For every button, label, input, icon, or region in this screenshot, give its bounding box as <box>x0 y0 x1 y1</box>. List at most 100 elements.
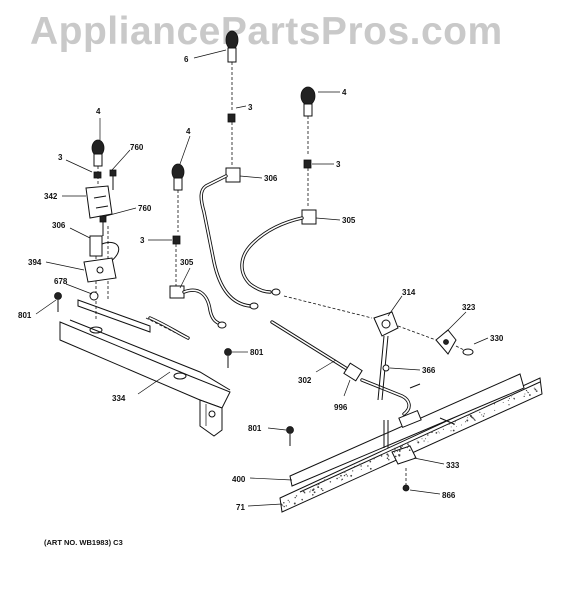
pan-speck <box>344 471 346 473</box>
pan-speck <box>421 438 423 440</box>
pan-speck <box>341 479 343 481</box>
callout-4-center: 4 <box>186 127 191 136</box>
callout-866: 866 <box>442 491 456 500</box>
pan-speck <box>464 421 467 423</box>
pan-speck <box>346 475 349 477</box>
pan-speck <box>407 443 409 445</box>
pan-speck <box>453 423 455 426</box>
callout-314: 314 <box>402 288 416 297</box>
pan-speck <box>309 491 311 493</box>
pan-speck <box>317 486 320 489</box>
gas-tube-306-top <box>199 167 259 310</box>
callout-801-left: 801 <box>18 311 32 320</box>
fitting-366 <box>382 364 390 372</box>
pan-speck <box>441 426 443 428</box>
callout-801-lower: 801 <box>248 424 262 433</box>
screw-801-lower <box>286 426 294 446</box>
pan-speck <box>493 403 496 405</box>
pan-speck <box>416 440 418 442</box>
pan-speck <box>295 495 298 497</box>
pan-speck <box>481 414 483 416</box>
callout-labels: 6 4 3 4 3 306 4 3 760 342 760 306 305 3 … <box>18 55 504 512</box>
pan-speck <box>473 418 475 420</box>
pan-speck <box>454 421 456 423</box>
pan-speck <box>510 396 512 398</box>
pan-speck <box>431 431 433 434</box>
pan-speck <box>294 496 296 499</box>
art-number: (ART NO. WB1983) C3 <box>44 538 123 547</box>
burner-pan-71 <box>279 377 543 513</box>
callout-400: 400 <box>232 475 246 484</box>
pan-speck <box>513 398 516 400</box>
pan-speck <box>369 460 372 463</box>
pan-speck <box>396 447 398 449</box>
orifice-assembly-394 <box>83 235 120 301</box>
pan-speck <box>393 447 396 450</box>
pan-speck <box>523 395 525 398</box>
pan-speck <box>352 470 354 472</box>
callout-306-left: 306 <box>52 221 66 230</box>
pan-speck <box>408 445 410 447</box>
pan-speck <box>399 453 401 455</box>
burner-pan-400 <box>289 373 525 487</box>
pan-speck <box>318 483 320 486</box>
pan-speck <box>360 469 362 471</box>
callout-801-center: 801 <box>250 348 264 357</box>
pan-speck <box>398 449 401 452</box>
callout-366: 366 <box>422 366 436 375</box>
burner-bracket-334 <box>59 226 231 437</box>
pan-speck <box>350 474 353 477</box>
pan-speck <box>471 416 474 419</box>
callout-3-left: 3 <box>58 153 63 162</box>
pan-speck <box>435 432 438 434</box>
callout-3-top: 3 <box>248 103 253 112</box>
pan-speck <box>393 451 396 453</box>
pan-speck <box>452 429 455 432</box>
burner-valve-4-center <box>171 163 185 232</box>
pan-speck <box>427 441 429 443</box>
pan-speck <box>442 428 444 430</box>
pan-speck <box>369 467 372 470</box>
burner-valve-4-left <box>91 139 105 184</box>
clip-bracket-342 <box>85 185 113 219</box>
pan-speck <box>527 392 529 394</box>
callout-323: 323 <box>462 303 476 312</box>
pan-speck <box>312 494 314 496</box>
callout-305-right: 305 <box>342 216 356 225</box>
pan-speck <box>507 399 509 401</box>
callout-4-left: 4 <box>96 107 101 116</box>
pan-speck <box>386 453 389 456</box>
pan-speck <box>494 409 496 411</box>
leader-lines <box>35 49 489 507</box>
callout-342: 342 <box>44 192 58 201</box>
pan-speck <box>508 398 510 400</box>
pan-speck <box>287 499 289 502</box>
pan-speck <box>482 415 485 417</box>
pan-speck <box>511 394 514 396</box>
callout-760-lower: 760 <box>138 204 152 213</box>
pan-speck <box>285 505 287 507</box>
pan-speck <box>387 455 390 457</box>
pan-speck <box>398 454 401 457</box>
pan-speck <box>343 474 346 477</box>
pan-speck <box>475 410 477 412</box>
pan-speck <box>456 426 457 428</box>
pan-speck <box>450 430 452 432</box>
callout-334: 334 <box>112 394 126 403</box>
callout-302: 302 <box>298 376 312 385</box>
pan-speck <box>424 438 427 440</box>
pan-speck <box>282 505 284 507</box>
screw-760-lower <box>99 215 107 236</box>
manifold-tube-302 <box>270 320 411 416</box>
pan-speck <box>345 473 347 476</box>
pan-speck <box>316 485 318 486</box>
pan-speck <box>342 479 344 480</box>
pan-speck <box>450 426 452 428</box>
pan-speck <box>466 419 469 422</box>
pan-speck <box>533 387 535 389</box>
screw-760-upper <box>109 169 117 190</box>
screw-801-left <box>54 292 62 312</box>
pan-speck <box>373 457 375 460</box>
pan-speck <box>525 389 528 392</box>
pan-speck <box>380 455 383 457</box>
